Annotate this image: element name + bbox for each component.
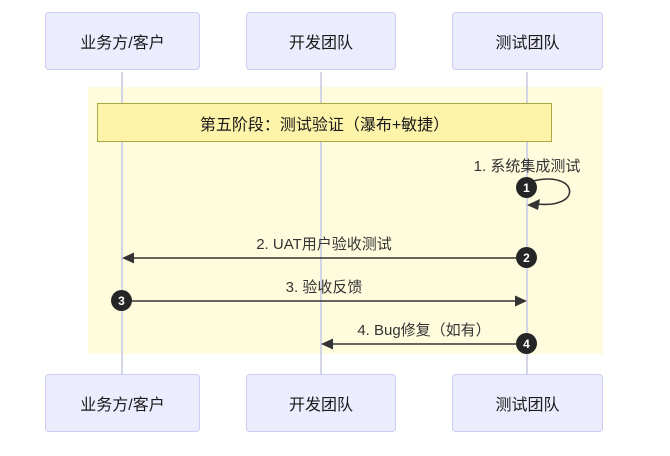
actor-bottom-business: 业务方/客户	[45, 374, 200, 432]
actor-top-dev-label: 开发团队	[288, 35, 353, 52]
message-3-arrowhead-icon	[515, 295, 527, 307]
message-2-label: 2. UAT用户验收测试	[256, 236, 392, 253]
actor-top-test: 测试团队	[452, 12, 603, 70]
actor-top-business-label: 业务方/客户	[80, 35, 165, 52]
phase-title-note: 第五阶段：测试验证（瀑布+敏捷）	[97, 103, 552, 142]
actor-top-dev: 开发团队	[246, 12, 396, 70]
message-4-seq-badge: 4	[516, 333, 537, 354]
phase-title-text: 第五阶段：测试验证（瀑布+敏捷）	[199, 116, 450, 134]
actor-bottom-dev-label: 开发团队	[288, 397, 353, 414]
message-3-label: 3. 验收反馈	[285, 279, 363, 296]
message-1-label: 1. 系统集成测试	[473, 158, 581, 175]
actor-top-business: 业务方/客户	[45, 12, 200, 70]
lifeline-business	[121, 72, 123, 374]
message-1-arrowhead-icon	[527, 199, 540, 210]
actor-bottom-dev: 开发团队	[246, 374, 396, 432]
lifeline-test	[526, 72, 528, 374]
message-1-self-loop-arrow	[532, 178, 571, 206]
actor-bottom-test-label: 测试团队	[495, 397, 560, 414]
actor-bottom-test: 测试团队	[452, 374, 603, 432]
actor-bottom-business-label: 业务方/客户	[80, 397, 165, 414]
actor-top-test-label: 测试团队	[495, 35, 560, 52]
message-4-arrowhead-icon	[321, 338, 333, 350]
message-3-seq-badge: 3	[111, 290, 132, 311]
message-4-label: 4. Bug修复（如有）	[357, 322, 491, 339]
message-1-seq-badge: 1	[516, 177, 537, 198]
message-2-arrowhead-icon	[122, 252, 134, 264]
message-2-seq-badge: 2	[516, 247, 537, 268]
lifeline-dev	[320, 72, 322, 374]
